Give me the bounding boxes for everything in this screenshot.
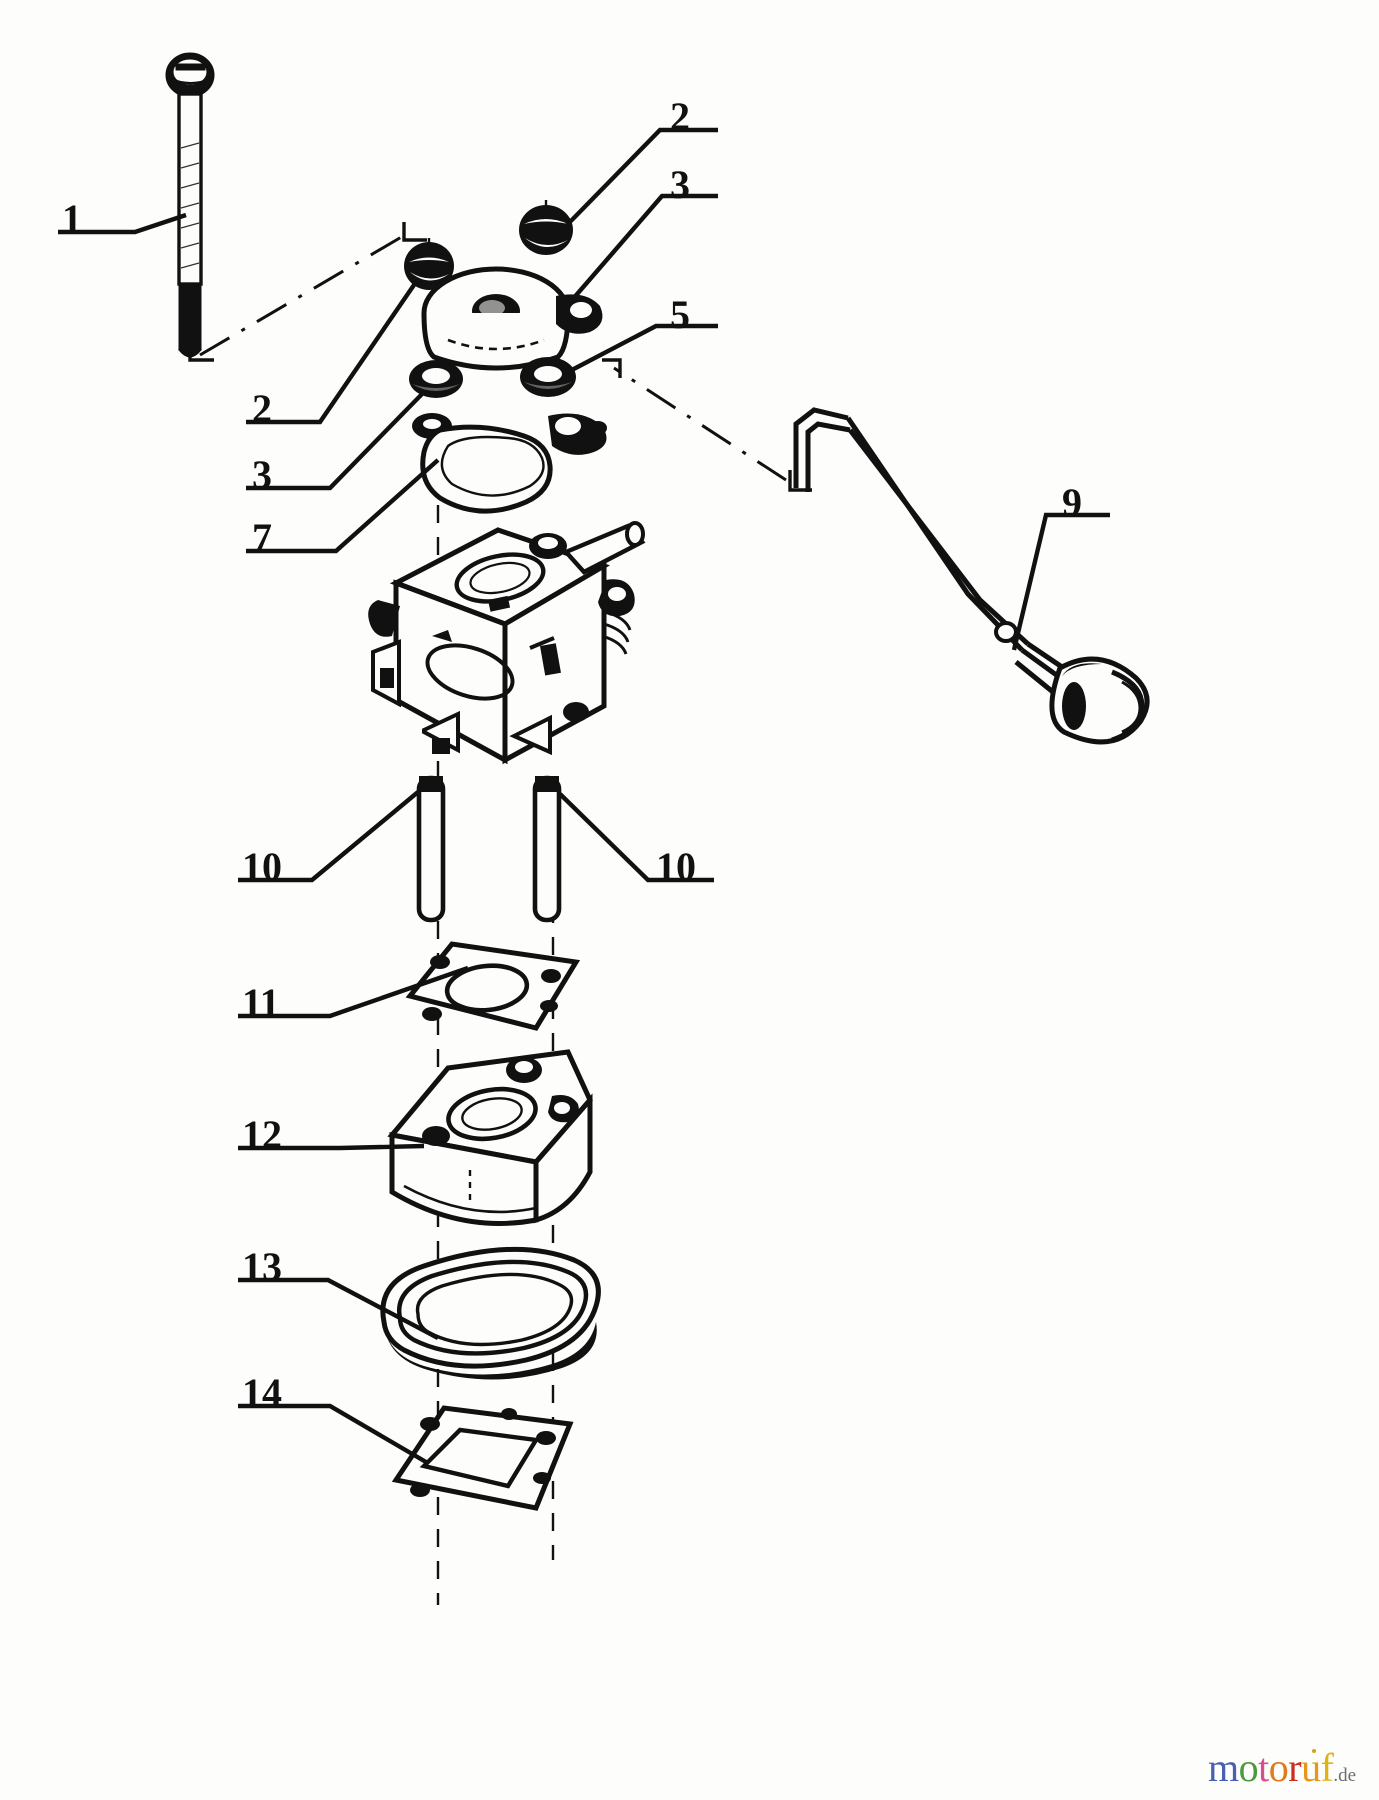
part-choke-knob (1049, 656, 1150, 745)
callout-7: 7 (252, 515, 272, 560)
part-stud-10-right (532, 775, 562, 923)
part-gasket-ring-13 (380, 1246, 601, 1380)
callout-5: 5 (670, 292, 690, 337)
assembly-trace-screw (199, 230, 411, 357)
part-choke-control-rod-9 (793, 407, 1098, 716)
callout-9: 9 (1062, 480, 1082, 525)
logo-letter-o2: o (1268, 1745, 1289, 1790)
callout-leaders (58, 127, 1110, 1464)
callout-2-left: 2 (252, 386, 272, 431)
part-fastener-2-top (519, 200, 573, 255)
assembly-trace-arrow-2 (602, 358, 812, 492)
part-stud-10-left (416, 775, 446, 923)
logo-letter-o1: o (1238, 1745, 1259, 1790)
part-washer-3-right (520, 357, 576, 397)
logo-letter-r: r (1288, 1745, 1302, 1790)
callout-numbers: 1 2 3 2 3 5 7 9 10 10 11 12 13 14 (62, 94, 1082, 1415)
part-top-cover-boss (421, 266, 603, 371)
logo-letter-m: m (1208, 1745, 1239, 1790)
callout-2-top: 2 (670, 94, 690, 139)
assembly-trace-arrow-1 (188, 222, 427, 362)
callout-1: 1 (62, 196, 82, 241)
callout-14: 14 (242, 1370, 282, 1415)
callout-3-left: 3 (252, 452, 272, 497)
assembly-trace-rod (613, 366, 787, 482)
callout-11: 11 (242, 980, 280, 1025)
part-insulator-block-12 (387, 1049, 593, 1226)
part-long-screw (165, 52, 215, 358)
motoruf-logo[interactable]: motoruf.de (1208, 1748, 1356, 1788)
callout-3-top: 3 (670, 162, 690, 207)
logo-suffix: .de (1333, 1765, 1357, 1786)
part-flange-gasket-11 (405, 941, 581, 1031)
part-washer-3-left (409, 360, 463, 398)
logo-letter-t: t (1258, 1745, 1269, 1790)
logo-letter-u: u (1301, 1745, 1321, 1790)
part-base-gasket-14 (391, 1405, 574, 1511)
part-fastener-2-left (404, 238, 454, 290)
callout-10-left: 10 (242, 844, 282, 889)
logo-dot-accent (1312, 1749, 1317, 1753)
part-carburetor-body (368, 521, 646, 765)
part-gasket-oval-7 (420, 413, 607, 514)
callout-12: 12 (242, 1112, 282, 1157)
logo-letter-f: f (1320, 1745, 1334, 1790)
callout-13: 13 (242, 1244, 282, 1289)
callout-10-right: 10 (656, 844, 696, 889)
